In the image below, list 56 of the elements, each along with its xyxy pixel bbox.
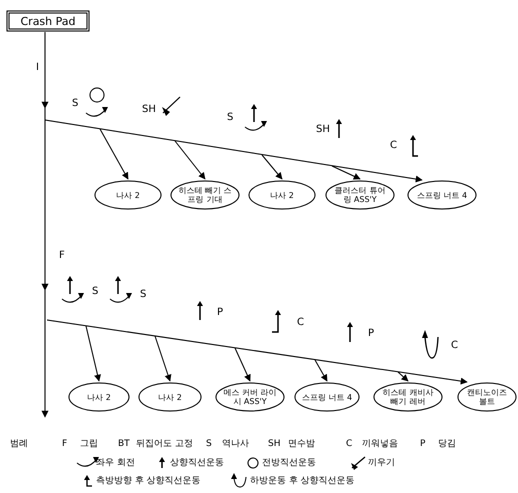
- symbol-letter: S: [72, 98, 78, 110]
- legend-text: 당김: [438, 438, 456, 450]
- legend-text: 좌우 회전: [96, 457, 135, 469]
- branch-arrow: [262, 154, 282, 180]
- symbol-letter: SH: [142, 104, 156, 116]
- symbol-letter: C: [451, 340, 458, 352]
- symbol-letter: C: [297, 317, 304, 329]
- part-ellipse: 나사 2: [138, 382, 202, 412]
- part-ellipse: 스프링 너트 4: [407, 180, 477, 210]
- symbol-letter: C: [390, 140, 397, 152]
- branch-arrow: [46, 320, 468, 385]
- part-ellipse: 메스 커버 라이시 ASS'Y: [215, 382, 285, 412]
- branch-arrow: [86, 326, 101, 382]
- flow-line: [42, 32, 48, 418]
- legend-text: 하방운동 후 상향직선운동: [250, 475, 355, 487]
- part-ellipse: 히스테 빼기 스프링 기대: [170, 180, 240, 210]
- legend-text: P: [420, 438, 426, 450]
- legend-text: 전방직선운동: [262, 457, 316, 469]
- part-ellipse: 클러스터 튜어링 ASS'Y: [325, 180, 395, 210]
- branch-arrow: [398, 372, 409, 382]
- branch-arrow: [100, 128, 128, 180]
- legend-text: S: [206, 438, 212, 450]
- symbol-letter: F: [59, 250, 65, 262]
- legend-text: 역나사: [222, 438, 249, 450]
- symbol-letter: I: [36, 62, 39, 74]
- branch-arrow: [44, 120, 423, 182]
- symbol-letter: P: [217, 307, 224, 319]
- legend-text: BT: [118, 438, 130, 450]
- legend-title: 범례: [10, 438, 28, 450]
- part-ellipse: 나사 2: [68, 382, 130, 412]
- legend-text: C: [346, 438, 352, 450]
- title-box: Crash Pad: [6, 10, 90, 32]
- symbol-letter: S: [92, 286, 98, 298]
- part-ellipse: 나사 2: [94, 180, 162, 210]
- branch-arrow: [234, 348, 251, 382]
- legend-text: 끼우기: [368, 457, 395, 469]
- legend-text: F: [62, 438, 68, 450]
- legend-text: 상향직선운동: [170, 457, 224, 469]
- legend-text: 끼워넣음: [362, 438, 398, 450]
- branch-arrow: [314, 360, 328, 382]
- legend-text: SH: [268, 438, 280, 450]
- branch-arrow: [174, 140, 206, 180]
- legend-text: 그립: [80, 438, 98, 450]
- symbol-letter: P: [368, 328, 374, 340]
- part-ellipse: 나사 2: [248, 180, 316, 210]
- part-ellipse: 캔티노이즈 볼트: [457, 382, 517, 412]
- legend-text: 뒤집어도 고정: [136, 438, 193, 450]
- branch-arrow: [154, 336, 172, 382]
- symbol-letter: SH: [316, 124, 330, 136]
- legend-text: 측방방향 후 상향직선운동: [96, 475, 201, 487]
- branch-arrow: [332, 166, 361, 180]
- symbol-letter: S: [140, 289, 146, 301]
- symbol-letter: S: [227, 112, 234, 124]
- part-ellipse: 스프링 너트 4: [294, 382, 360, 412]
- part-ellipse: 히스테 캐비사 빼기 레버: [373, 382, 443, 412]
- legend-text: 면수밤: [288, 438, 315, 450]
